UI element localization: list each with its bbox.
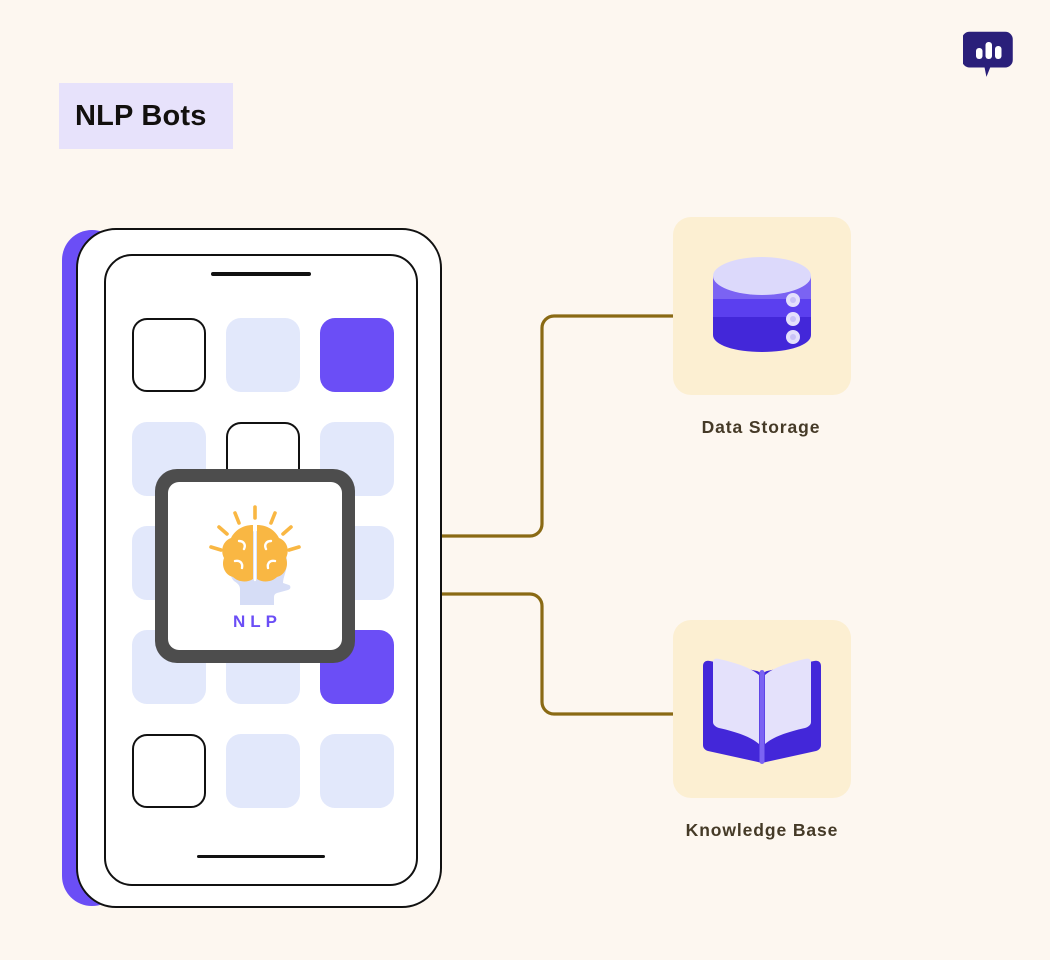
page-title: NLP Bots: [75, 99, 207, 132]
brain-left-lobe: [222, 524, 253, 581]
data-storage-label: Data Storage: [701, 417, 821, 437]
speaker-bar: [211, 272, 311, 276]
brain-head-icon: [209, 504, 301, 605]
brain-right-lobe: [257, 524, 288, 581]
brand-logo: [962, 30, 1017, 82]
nlp-card-inner: NLP: [168, 482, 342, 650]
knowledge-base-label: Knowledge Base: [685, 820, 839, 840]
idea-rays-icon: [209, 504, 301, 552]
app-tile[interactable]: [132, 734, 206, 808]
brain-folds: [233, 524, 277, 581]
nlp-card-label: NLP: [233, 611, 282, 631]
data-storage-card: [673, 217, 851, 395]
page-title-chip: NLP Bots: [59, 83, 233, 149]
app-tile[interactable]: [226, 734, 300, 808]
app-tile[interactable]: [226, 318, 300, 392]
app-tile[interactable]: [132, 318, 206, 392]
chat-bubble-bars-icon: [962, 31, 1013, 77]
database-cylinder-icon: [713, 257, 811, 352]
app-tile[interactable]: [320, 318, 394, 392]
nlp-focus-card[interactable]: NLP: [155, 469, 355, 663]
open-book-icon: [703, 658, 821, 764]
knowledge-base-card: [673, 620, 851, 798]
node-knowledge-base[interactable]: Knowledge Base: [673, 620, 851, 841]
app-tile[interactable]: [320, 734, 394, 808]
node-data-storage[interactable]: Data Storage: [673, 217, 851, 438]
database-status-dots: [786, 293, 800, 344]
home-indicator: [197, 854, 325, 858]
